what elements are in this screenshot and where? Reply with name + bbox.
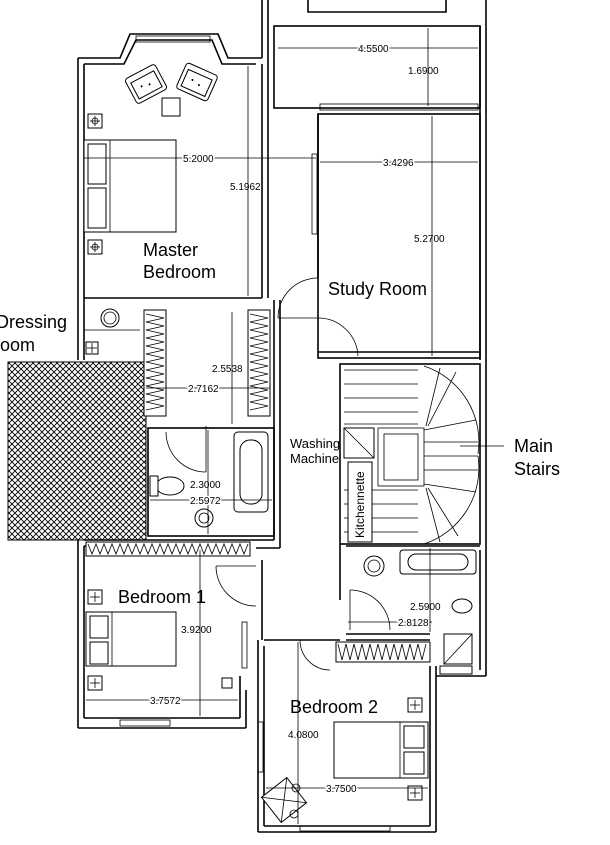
toilet-icon bbox=[155, 476, 185, 496]
main-stairs-label: Main bbox=[514, 436, 553, 456]
main-stairs bbox=[344, 365, 504, 545]
dim-2-5538: 2.5538 bbox=[212, 364, 243, 375]
dim-2-3000: 2.3000 bbox=[190, 480, 221, 491]
toilet-icon bbox=[451, 598, 473, 614]
master-bedroom-label-2: Bedroom bbox=[143, 262, 216, 282]
dim-3-7572: 3.7572 bbox=[150, 696, 181, 707]
master-bedroom-label: Master bbox=[143, 240, 198, 260]
armchair-icon bbox=[124, 64, 168, 104]
socket-icon bbox=[87, 239, 103, 255]
dim-4-0800: 4.0800 bbox=[288, 730, 319, 741]
dim-3-7500: 3.7500 bbox=[326, 784, 357, 795]
dim-2-5900: 2.5900 bbox=[410, 602, 441, 613]
bay-window bbox=[135, 35, 211, 43]
ensuite-bathroom bbox=[349, 549, 477, 675]
side-table-icon bbox=[161, 97, 181, 117]
dim-2-5972: 2.5972 bbox=[190, 496, 221, 507]
bedroom-2-furniture bbox=[257, 639, 429, 832]
master-bedroom-furniture bbox=[83, 62, 218, 355]
socket-icon bbox=[87, 675, 103, 691]
wardrobes bbox=[85, 309, 431, 663]
sink-icon bbox=[194, 508, 214, 528]
dim-4-5500: 4.5500 bbox=[358, 44, 389, 55]
sink-icon bbox=[363, 555, 385, 577]
dressing-room-hatch bbox=[7, 361, 147, 541]
washing-machine-label-2: Machine bbox=[290, 451, 339, 466]
cabinet-icon bbox=[260, 776, 308, 824]
dim-1-6900: 1.6900 bbox=[408, 66, 439, 77]
socket-icon bbox=[87, 113, 103, 129]
dim-5-2000: 5.2000 bbox=[183, 154, 214, 165]
dim-3-4296: 3.4296 bbox=[383, 158, 414, 169]
dimension-lines bbox=[84, 28, 478, 824]
bathroom bbox=[147, 426, 275, 537]
bedroom-1-furniture bbox=[85, 565, 257, 727]
study-doors bbox=[277, 103, 479, 357]
bedroom-1-label: Bedroom 1 bbox=[118, 587, 206, 607]
dressing-room-label-2: oom bbox=[0, 335, 35, 355]
socket-icon bbox=[85, 341, 99, 355]
dim-5-1962: 5.1962 bbox=[230, 182, 261, 193]
kitchennette-counter bbox=[347, 461, 373, 543]
socket-icon bbox=[87, 589, 103, 605]
kitchennette-label: Kitchennette bbox=[353, 471, 367, 538]
dressing-room-label: Dressing bbox=[0, 312, 67, 332]
main-stairs-label-2: Stairs bbox=[514, 459, 560, 479]
study-room-label: Study Room bbox=[328, 279, 427, 299]
dim-2-7162: 2.7162 bbox=[188, 384, 219, 395]
dim-3-9200: 3.9200 bbox=[181, 625, 212, 636]
dim-5-2700: 5.2700 bbox=[414, 234, 445, 245]
armchair-icon bbox=[176, 62, 218, 102]
bedroom-2-label: Bedroom 2 bbox=[290, 697, 378, 717]
socket-icon bbox=[407, 697, 423, 713]
socket-icon bbox=[407, 785, 423, 801]
dim-2-8128: 2.8128 bbox=[398, 618, 429, 629]
washing-machine-label: Washing bbox=[290, 436, 340, 451]
